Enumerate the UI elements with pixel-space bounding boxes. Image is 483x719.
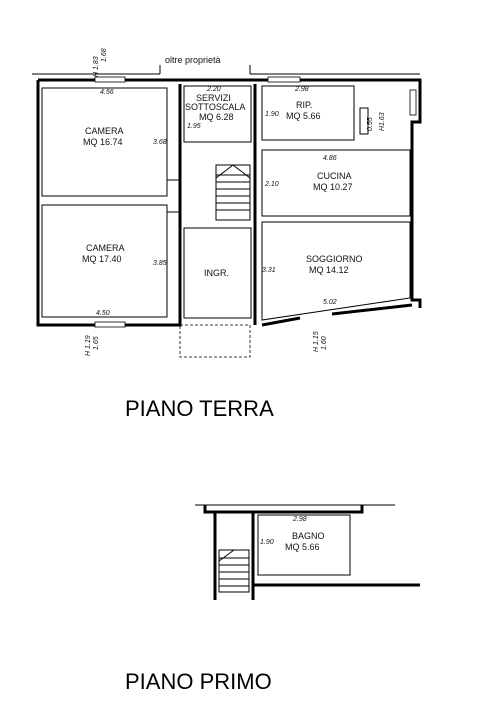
room-camera-2: [41, 204, 168, 318]
first-floor-title: PIANO PRIMO: [125, 669, 272, 694]
room-bagno: [257, 514, 351, 576]
rip-window-box: [359, 107, 369, 135]
rip-area: MQ 5.66: [286, 111, 321, 121]
stairs-first: [218, 549, 250, 593]
bagno-height: 1.90: [260, 539, 274, 546]
bagno-name: BAGNO: [292, 531, 325, 541]
camera2-width: 4.50: [96, 310, 110, 317]
first-floor-plan: 2.98 1.90 BAGNO MQ 5.66 PIANO PRIMO: [125, 504, 420, 694]
cucina-area: MQ 10.27: [313, 182, 353, 192]
cucina-width: 4.86: [323, 155, 337, 162]
height-right-a: 0.55: [367, 117, 374, 131]
camera1-name: CAMERA: [85, 126, 124, 136]
height-top-b: 1.68: [101, 48, 108, 62]
height-bottom-right-b: 1.60: [321, 336, 328, 350]
soggiorno-area: MQ 14.12: [309, 265, 349, 275]
camera1-height: 3.68: [153, 139, 167, 146]
window-bottom-left: [94, 321, 126, 328]
outer-wall-top-right: [38, 78, 422, 308]
room-servizi: [183, 85, 252, 143]
height-bottom-left-a: H 1.19: [85, 335, 92, 356]
outer-wall-left-bottom: [36, 80, 182, 327]
soggiorno-width: 5.02: [323, 299, 337, 306]
soggiorno-name: SOGGIORNO: [306, 254, 363, 264]
stairs-ground: [215, 164, 251, 221]
servizi-area: MQ 6.28: [199, 112, 234, 122]
window-top-right: [267, 76, 301, 83]
room-rip: [261, 85, 355, 141]
servizi-width: 2.20: [206, 86, 221, 93]
ground-floor-plan: oltre proprietà H 1.83 1.68 4.56 3.68 CA…: [32, 48, 422, 421]
servizi-height: 1.95: [187, 123, 201, 130]
first-floor-top-wall: [203, 505, 364, 514]
outer-wall-bottom-right: [261, 303, 413, 327]
window-right: [409, 89, 417, 116]
room-camera-1: [41, 87, 168, 197]
camera1-area: MQ 16.74: [83, 137, 123, 147]
entrance-step: [179, 324, 251, 358]
bagno-area: MQ 5.66: [285, 542, 320, 552]
neighbor-label: oltre proprietà: [165, 55, 221, 65]
cucina-name: CUCINA: [317, 171, 352, 181]
cucina-height: 2.10: [264, 181, 279, 188]
camera2-height: 3.85: [153, 260, 167, 267]
height-bottom-right-a: H 1.15: [313, 331, 320, 352]
camera2-name: CAMERA: [86, 243, 125, 253]
window-top-left: [94, 76, 126, 83]
rip-name: RIP.: [296, 100, 312, 110]
servizi-name-1: SERVIZI: [196, 93, 231, 103]
servizi-name-2: SOTTOSCALA: [185, 102, 245, 112]
rip-width: 2.98: [294, 86, 309, 93]
height-bottom-left-b: 1.65: [93, 336, 100, 350]
stairs-ground-outline: [215, 164, 251, 221]
soggiorno-height: 3.31: [262, 267, 276, 274]
camera1-width: 4.56: [100, 89, 114, 96]
camera2-area: MQ 17.40: [82, 254, 122, 264]
room-soggiorno: [261, 221, 411, 321]
rip-height: 1.90: [265, 111, 279, 118]
bagno-width: 2.98: [292, 516, 307, 523]
ingresso-name: INGR.: [204, 268, 229, 278]
ground-floor-title: PIANO TERRA: [125, 396, 274, 421]
height-top-a: H 1.83: [93, 56, 100, 77]
height-right-b: H1.63: [379, 112, 386, 131]
room-cucina: [261, 149, 411, 217]
